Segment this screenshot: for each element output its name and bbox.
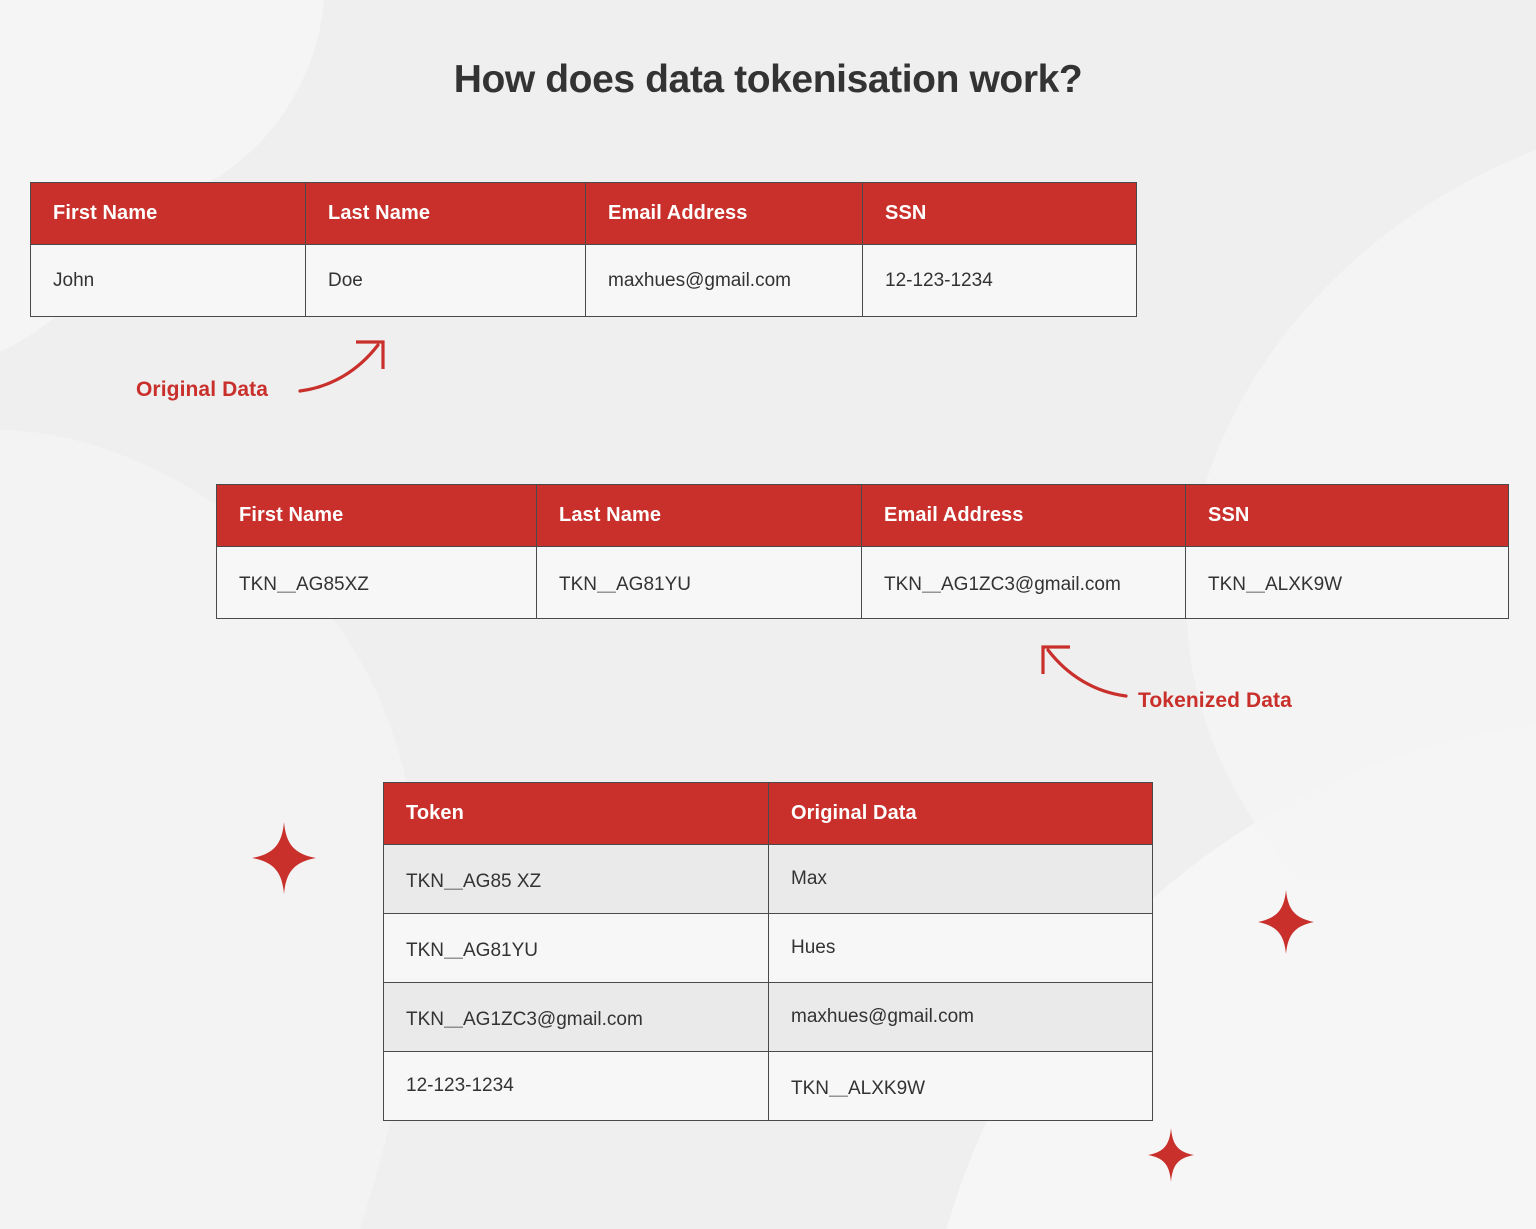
cell-last-name: Doe [305, 244, 586, 317]
column-header-email-address: Email Address [861, 484, 1186, 547]
table-row: TKN＿AG85XZ TKN＿AG81YU TKN＿AG1ZC3@gmail.c… [216, 546, 1509, 619]
table-header-row: Token Original Data [383, 782, 1153, 845]
cell-last-name-token: TKN＿AG81YU [536, 546, 862, 619]
column-header-ssn: SSN [862, 182, 1137, 245]
cell-token: 12-123-1234 [383, 1051, 769, 1121]
cell-ssn-token: TKN＿ALXK9W [1185, 546, 1509, 619]
cell-original-data: Hues [768, 913, 1153, 983]
token-vault-table: Token Original Data TKN＿AG85 XZ Max TKN＿… [383, 782, 1153, 1121]
tokenized-data-table: First Name Last Name Email Address SSN T… [216, 484, 1509, 619]
column-header-email-address: Email Address [585, 182, 863, 245]
column-header-first-name: First Name [216, 484, 537, 547]
curved-arrow-up-right-icon [298, 340, 385, 393]
four-point-star-icon [1258, 890, 1314, 954]
table-row: TKN＿AG81YU Hues [383, 913, 1153, 983]
table-row: John Doe maxhues@gmail.com 12-123-1234 [30, 244, 1137, 317]
cell-email-address-token: TKN＿AG1ZC3@gmail.com [861, 546, 1186, 619]
table-header-row: First Name Last Name Email Address SSN [30, 182, 1137, 245]
table-row: TKN＿AG85 XZ Max [383, 844, 1153, 914]
cell-first-name: John [30, 244, 306, 317]
column-header-first-name: First Name [30, 182, 306, 245]
column-header-original-data: Original Data [768, 782, 1153, 845]
annotation-label-original-data: Original Data [136, 378, 268, 401]
table-row: TKN＿AG1ZC3@gmail.com maxhues@gmail.com [383, 982, 1153, 1052]
column-header-ssn: SSN [1185, 484, 1509, 547]
four-point-star-icon [252, 822, 316, 894]
column-header-last-name: Last Name [305, 182, 586, 245]
cell-original-data: Max [768, 844, 1153, 914]
cell-token: TKN＿AG1ZC3@gmail.com [383, 982, 769, 1052]
cell-original-data: maxhues@gmail.com [768, 982, 1153, 1052]
original-data-table: First Name Last Name Email Address SSN J… [30, 182, 1137, 317]
table-row: 12-123-1234 TKN＿ALXK9W [383, 1051, 1153, 1121]
cell-ssn: 12-123-1234 [862, 244, 1137, 317]
column-header-last-name: Last Name [536, 484, 862, 547]
cell-token: TKN＿AG85 XZ [383, 844, 769, 914]
annotation-label-tokenized-data: Tokenized Data [1138, 689, 1292, 712]
curved-arrow-up-left-icon [1041, 645, 1128, 698]
four-point-star-icon [1148, 1128, 1194, 1182]
page-title: How does data tokenisation work? [453, 58, 1083, 101]
table-header-row: First Name Last Name Email Address SSN [216, 484, 1509, 547]
cell-first-name-token: TKN＿AG85XZ [216, 546, 537, 619]
cell-token: TKN＿AG81YU [383, 913, 769, 983]
cell-original-data: TKN＿ALXK9W [768, 1051, 1153, 1121]
column-header-token: Token [383, 782, 769, 845]
cell-email-address: maxhues@gmail.com [585, 244, 863, 317]
